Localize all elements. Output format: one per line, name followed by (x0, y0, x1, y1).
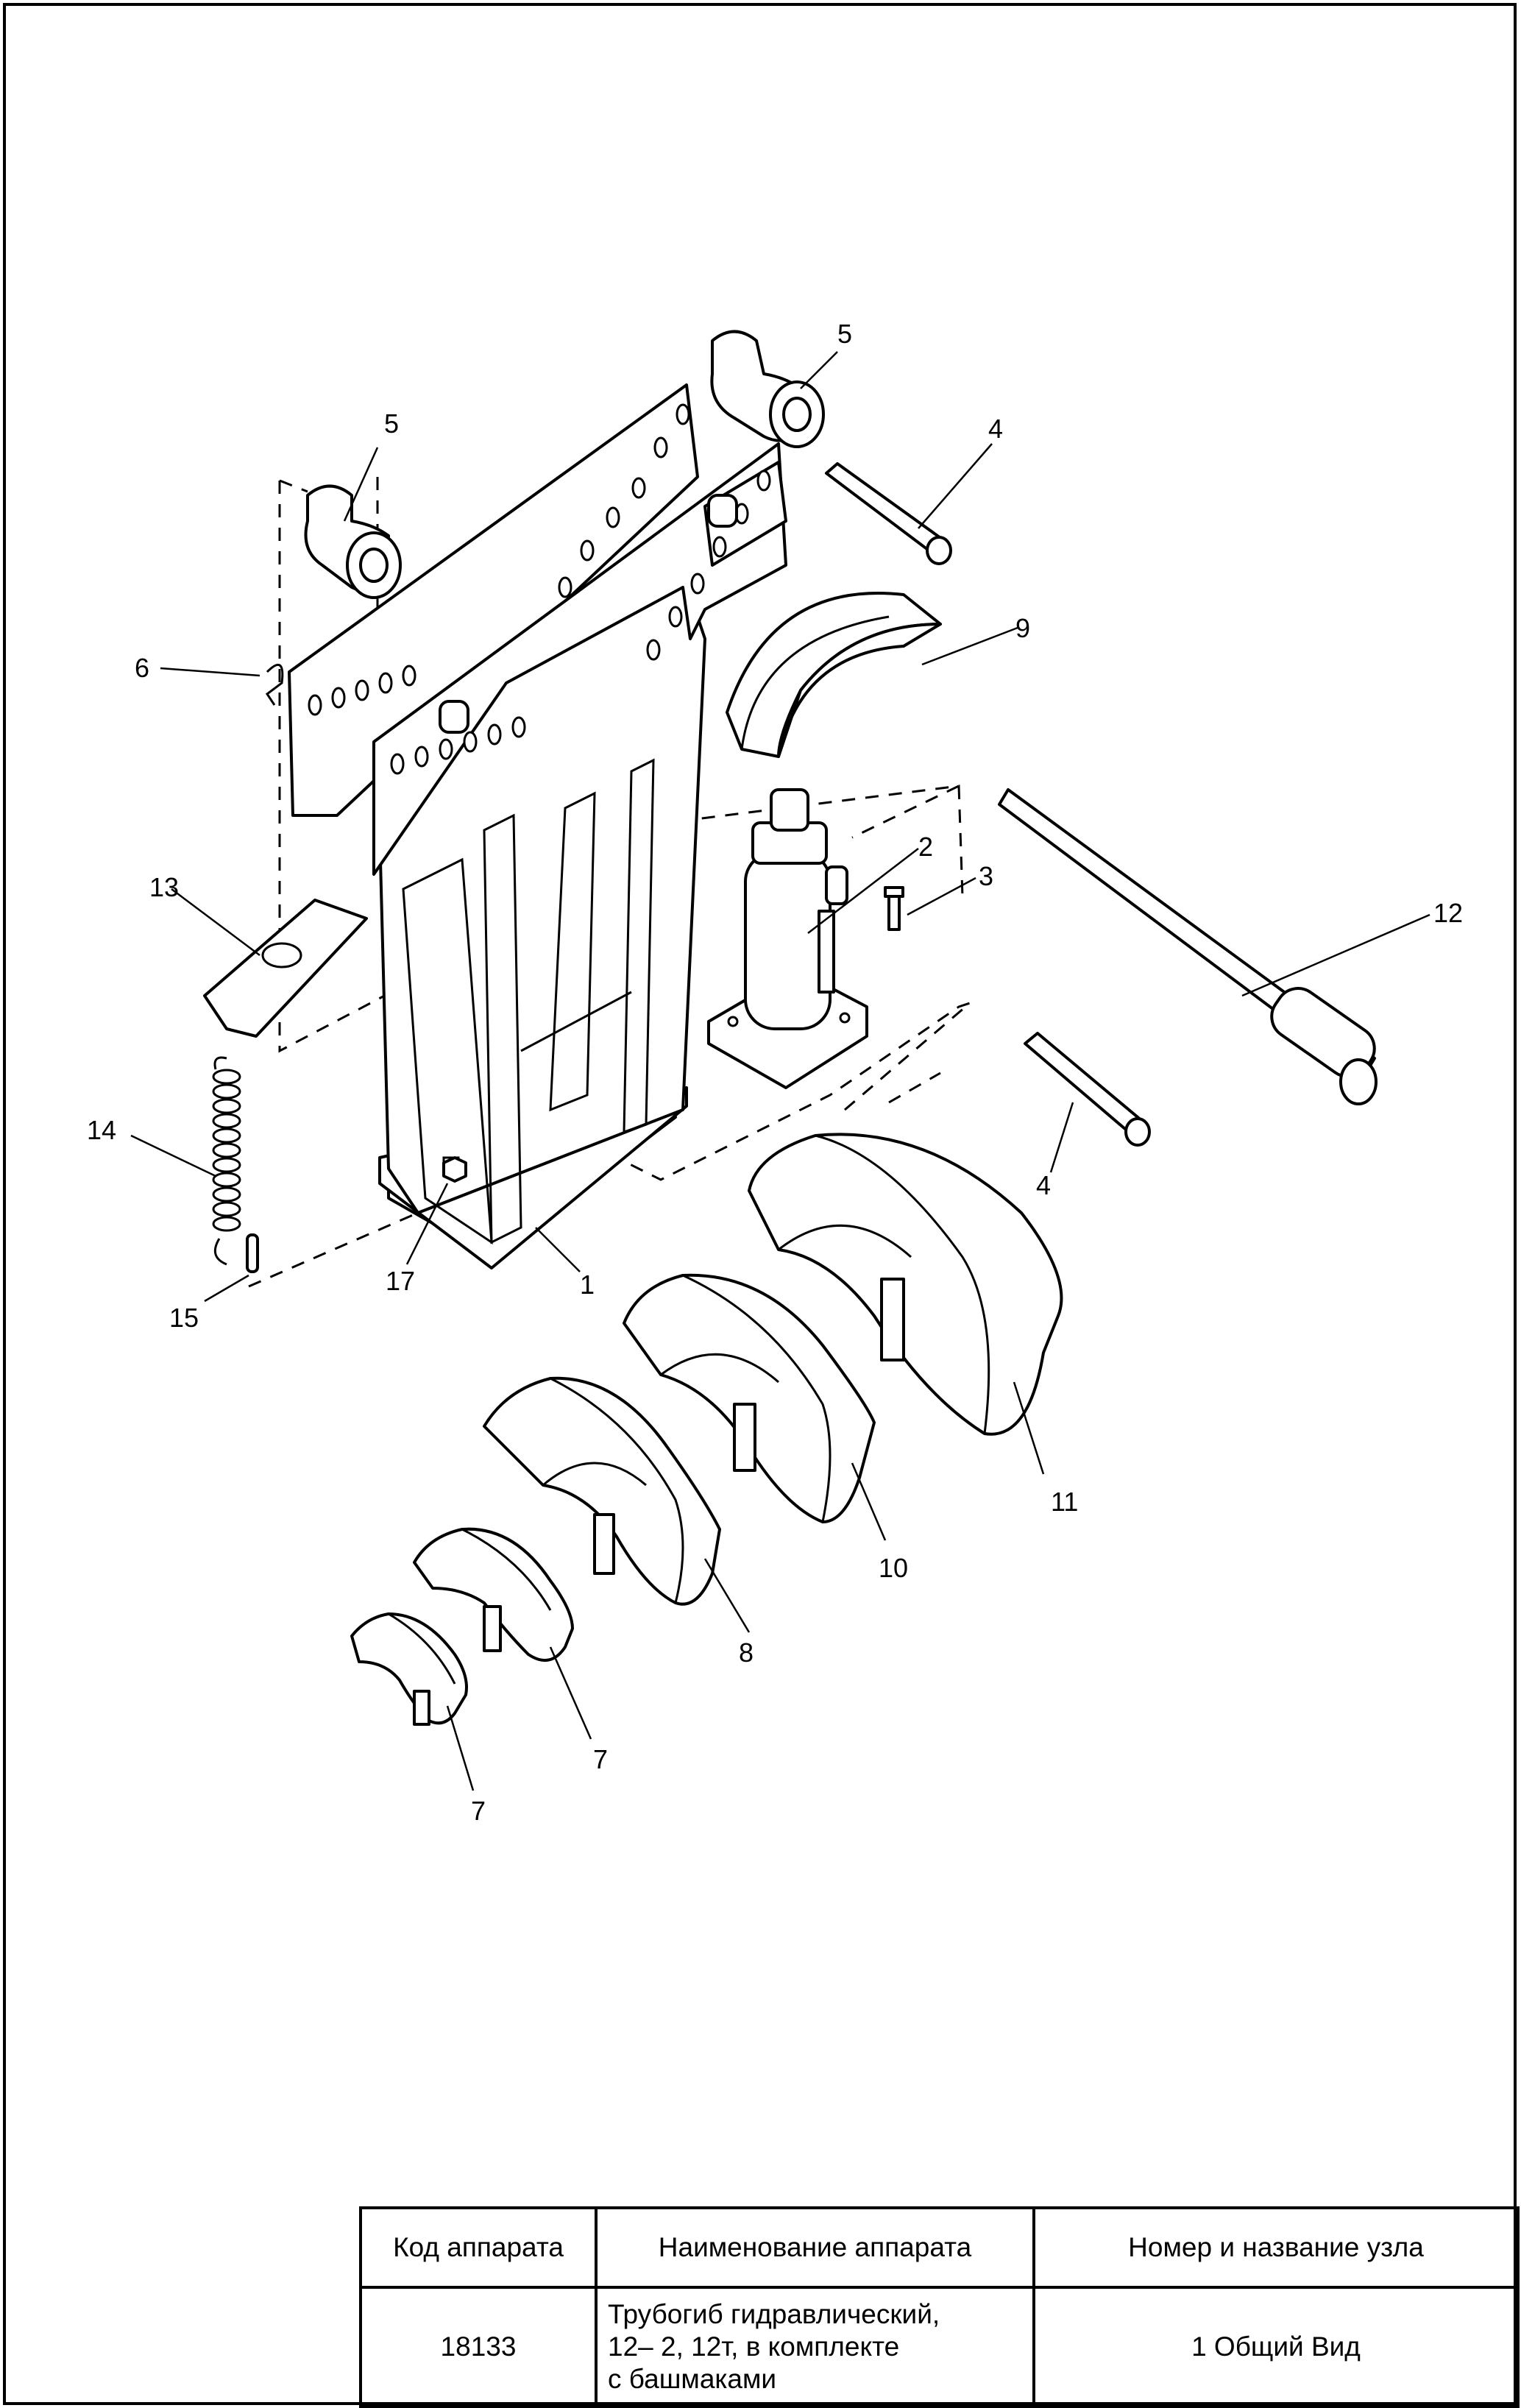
part-6-cotter-pin (265, 663, 284, 706)
part-16-clip (246, 1233, 259, 1273)
assembly-name: 1 Общий Вид (1032, 2286, 1520, 2408)
part-5-roller-right (710, 330, 825, 448)
part-9-shoe (726, 592, 942, 758)
callout-14: 13 (149, 872, 179, 902)
callout-8: 7 (593, 1744, 608, 1774)
callout-10: 8 (739, 1637, 754, 1668)
title-block-header-row: Код аппарата Наименование аппарата Номер… (359, 2206, 1520, 2289)
part-14-bracket (203, 899, 368, 1038)
part-11-shoe (623, 1273, 876, 1523)
part-5-roller-left (304, 484, 402, 599)
callout-5-right: 5 (837, 319, 852, 349)
callout-9: 9 (1015, 613, 1030, 643)
callout-12: 11 (1051, 1487, 1078, 1517)
callout-1: 1 (580, 1269, 595, 1300)
exploded-assembly-drawing: 5 5 4 9 6 2 3 12 13 14 4 17 1 15 11 10 8… (87, 319, 1463, 1826)
part-2-hydraulic-jack (707, 788, 868, 1089)
part-15-spring (212, 1056, 241, 1266)
header-assembly: Номер и название узла (1032, 2206, 1520, 2289)
part-7-shoe (350, 1612, 468, 1726)
header-code: Код аппарата (359, 2206, 598, 2289)
callout-13: 12 (1433, 898, 1463, 928)
callout-5-left: 5 (384, 408, 399, 439)
device-code: 18133 (359, 2286, 598, 2408)
callout-4-lower: 4 (1036, 1170, 1051, 1200)
leader-lines (130, 351, 1430, 1791)
callout-4-upper: 4 (988, 414, 1003, 444)
drawing-sheet: 5 5 4 9 6 2 3 12 13 14 4 17 1 15 11 10 8… (3, 3, 1517, 2405)
title-block: Код аппарата Наименование аппарата Номер… (359, 2206, 1520, 2408)
device-name-line-3: с башмаками (608, 2364, 777, 2394)
part-4-pin-lower (1024, 1032, 1151, 1147)
frame-side-plates (288, 383, 787, 876)
device-name-line-1: Трубогиб гидравлический, (608, 2299, 940, 2329)
part-4-pin-upper (825, 462, 952, 565)
part-17-nut (442, 1156, 467, 1183)
device-name-line-2: 12– 2, 12т, в комплекте (608, 2331, 900, 2362)
callout-2: 2 (918, 832, 933, 862)
header-name: Наименование аппарата (595, 2206, 1035, 2289)
assembly-dashed-lines (248, 477, 971, 1288)
callout-17: 17 (386, 1266, 415, 1296)
callout-6: 6 (135, 653, 149, 683)
part-8-shoe (413, 1527, 574, 1662)
callout-16: 15 (169, 1303, 199, 1333)
callout-3: 3 (979, 861, 993, 891)
title-block-data-row: 18133 Трубогиб гидравлический, 12– 2, 12… (359, 2286, 1520, 2408)
part-13-handle (998, 788, 1378, 1105)
callout-7: 7 (471, 1796, 486, 1826)
part-10-shoe (483, 1376, 721, 1606)
part-3-screw (884, 886, 904, 931)
callout-labels: 5 5 4 9 6 2 3 12 13 14 4 17 1 15 11 10 8… (87, 319, 1463, 1826)
device-name: Трубогиб гидравлический, 12– 2, 12т, в к… (595, 2286, 1035, 2408)
callout-11: 10 (879, 1553, 908, 1583)
callout-15: 14 (87, 1115, 116, 1145)
part-12-shoe (748, 1133, 1063, 1436)
